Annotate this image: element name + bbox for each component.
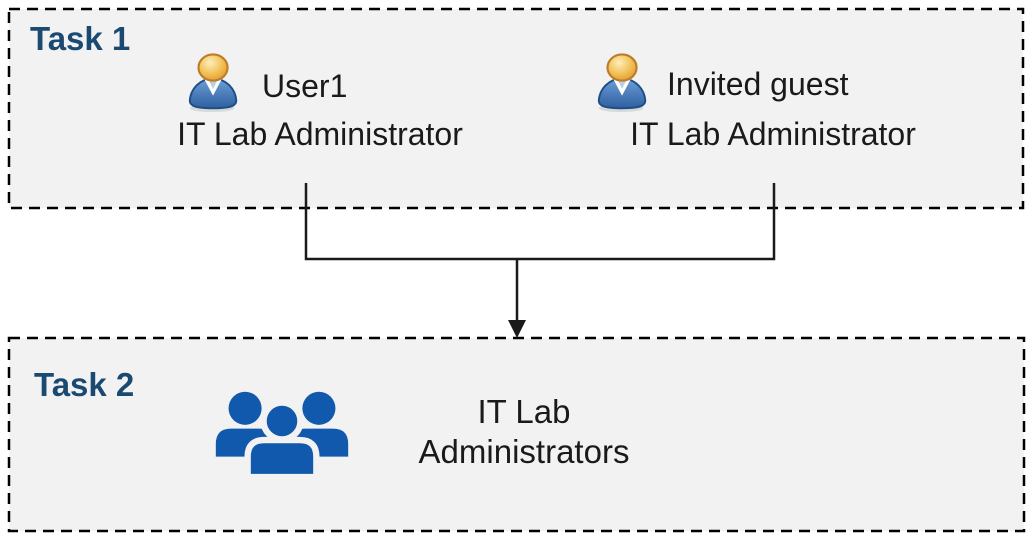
arrow-head-icon (508, 320, 526, 338)
group-name-line2: Administrators (418, 433, 630, 470)
member-role: IT Lab Administrator (630, 116, 916, 152)
merge-connector-line (304, 183, 776, 261)
task2-box (7, 336, 1026, 533)
people-group-icon (212, 390, 352, 481)
person-bust-icon (183, 52, 245, 116)
member-name: User1 (262, 68, 348, 104)
member-role: IT Lab Administrator (177, 116, 463, 152)
member-name: Invited guest (667, 66, 849, 102)
task1-label: Task 1 (30, 20, 131, 57)
task1-box (7, 7, 1025, 210)
group-name-line1: IT Lab (477, 393, 571, 430)
task2-label: Task 2 (34, 366, 135, 403)
person-bust-icon (592, 52, 654, 116)
group-name: IT Lab Administrators (404, 392, 644, 472)
